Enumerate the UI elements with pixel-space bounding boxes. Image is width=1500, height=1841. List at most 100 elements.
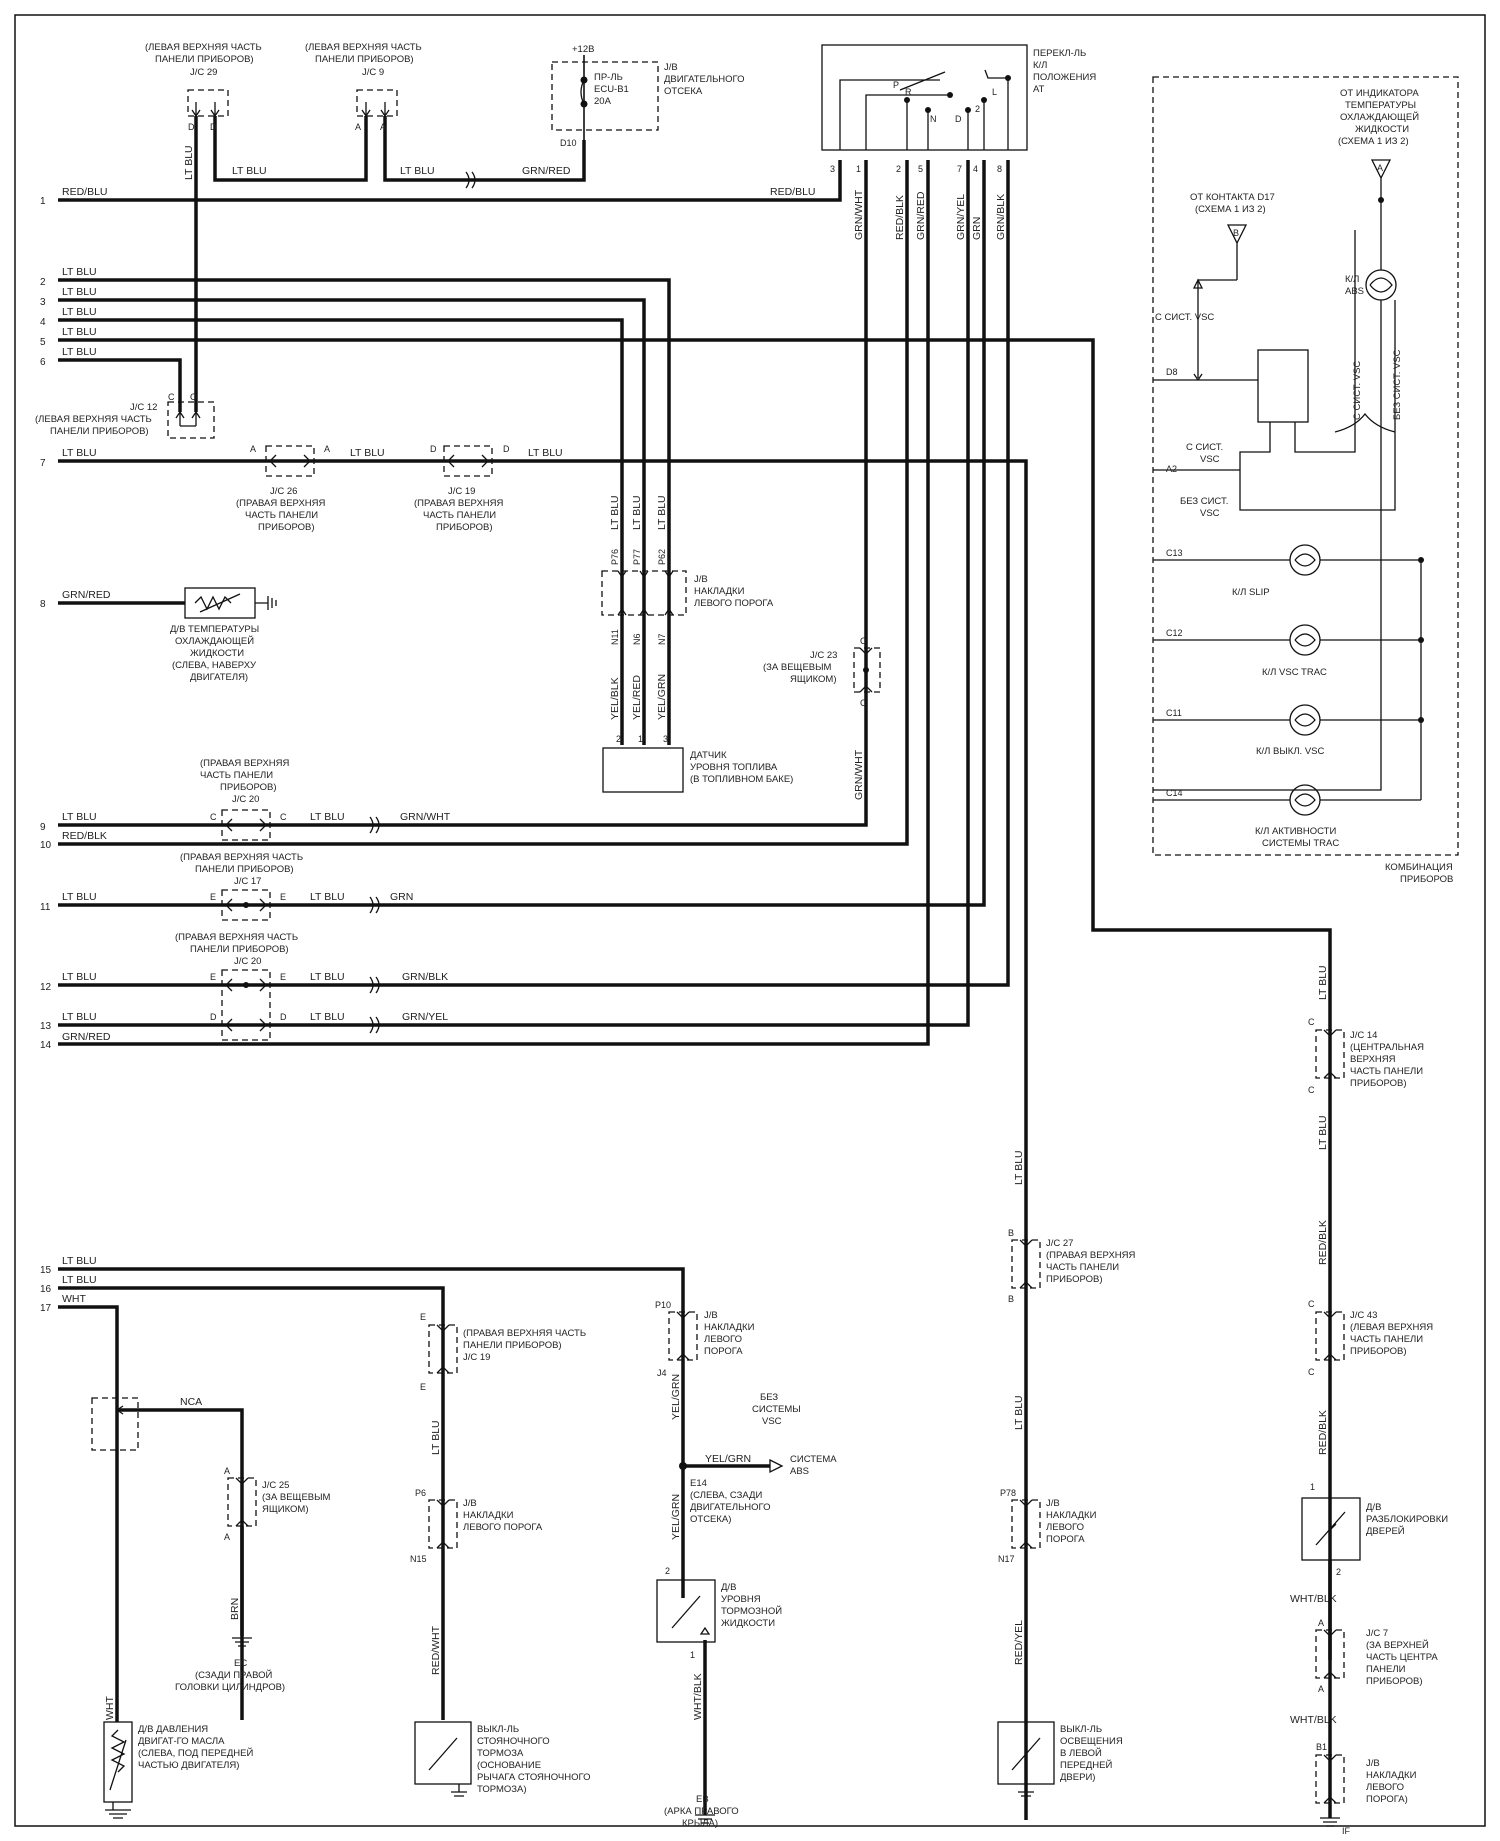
jc17-connector: E E (ПРАВАЯ ВЕРХНЯЯ ЧАСТЬ ПАНЕЛИ ПРИБОРО… [180, 852, 303, 921]
wire-label: YEL/GRN [670, 1374, 682, 1420]
wires [58, 116, 1332, 1820]
wire-14 [58, 160, 930, 1046]
wire-number: 17 [40, 1303, 52, 1314]
wire-number: 12 [40, 982, 52, 993]
svg-text:ДВИГАТ-ГО МАСЛА: ДВИГАТ-ГО МАСЛА [138, 1736, 225, 1747]
svg-text:8: 8 [997, 164, 1002, 174]
svg-text:(ПРАВАЯ ВЕРХНЯЯ: (ПРАВАЯ ВЕРХНЯЯ [200, 758, 290, 769]
wire-label: LT BLU [350, 447, 385, 459]
wire-label: LT BLU [528, 447, 563, 459]
jc26-connector: A A J/C 26 (ПРАВАЯ ВЕРХНЯЯ ЧАСТЬ ПАНЕЛИ … [236, 444, 330, 533]
svg-text:БЕЗ: БЕЗ [760, 1392, 778, 1403]
svg-text:ЧАСТЬЮ ДВИГАТЕЛЯ): ЧАСТЬЮ ДВИГАТЕЛЯ) [138, 1760, 239, 1771]
wire-number: 14 [40, 1040, 52, 1051]
svg-text:C: C [1308, 1367, 1315, 1377]
svg-text:4: 4 [973, 164, 978, 174]
wire-label: GRN/YEL [402, 1011, 448, 1023]
at-position-switch: P R N D 2 L 3 1 2 5 7 4 8 ПЕРЕКЛ-ЛЬ К/Л … [821, 44, 1096, 174]
svg-text:(ЦЕНТРАЛЬНАЯ: (ЦЕНТРАЛЬНАЯ [1350, 1042, 1424, 1053]
svg-text:P77: P77 [632, 549, 642, 565]
svg-text:С СИСТ.: С СИСТ. [1186, 442, 1223, 453]
svg-text:С СИСТ. VSC: С СИСТ. VSC [1155, 312, 1214, 323]
svg-text:ПРИБОРОВ): ПРИБОРОВ) [258, 522, 315, 533]
wire-label: LT BLU [62, 971, 97, 983]
svg-text:(ПРАВАЯ ВЕРХНЯЯ: (ПРАВАЯ ВЕРХНЯЯ [236, 498, 326, 509]
diagram-frame [14, 14, 1486, 1827]
wire-label: RED/YEL [1013, 1620, 1025, 1665]
parking-brake-switch: ВЫКЛ-ЛЬ СТОЯНОЧНОГО ТОРМОЗА (ОСНОВАНИЕ Р… [414, 1721, 591, 1797]
svg-text:N17: N17 [998, 1554, 1015, 1564]
svg-text:ПРИБОРОВ): ПРИБОРОВ) [1046, 1274, 1103, 1285]
svg-text:D: D [955, 114, 962, 124]
svg-text:ЯЩИКОМ): ЯЩИКОМ) [262, 1504, 309, 1515]
svg-text:D: D [430, 444, 437, 454]
svg-text:ЯЩИКОМ): ЯЩИКОМ) [790, 674, 837, 685]
svg-text:(ПРАВАЯ ВЕРХНЯЯ: (ПРАВАЯ ВЕРХНЯЯ [1046, 1250, 1136, 1261]
svg-text:ЧАСТЬ ЦЕНТРА: ЧАСТЬ ЦЕНТРА [1366, 1652, 1438, 1663]
svg-text:E: E [280, 892, 286, 902]
wire-label: YEL/GRN [670, 1494, 682, 1540]
svg-text:ПОЛОЖЕНИЯ: ПОЛОЖЕНИЯ [1033, 72, 1096, 83]
svg-text:ПОРОГА: ПОРОГА [704, 1346, 743, 1357]
svg-text:2: 2 [975, 104, 980, 114]
wire-label: LT BLU [1013, 1395, 1025, 1430]
svg-text:C: C [860, 698, 867, 708]
jc27-connector: B B J/C 27 (ПРАВАЯ ВЕРХНЯЯ ЧАСТЬ ПАНЕЛИ … [1008, 1228, 1136, 1304]
svg-text:СИСТЕМЫ TRAC: СИСТЕМЫ TRAC [1262, 838, 1339, 849]
svg-text:P6: P6 [415, 1488, 426, 1498]
svg-text:J/C 27: J/C 27 [1046, 1238, 1073, 1249]
svg-text:КРЫЛА): КРЫЛА) [682, 1818, 718, 1829]
svg-text:К/Л: К/Л [1345, 274, 1359, 285]
svg-text:2: 2 [1336, 1567, 1341, 1577]
svg-text:5: 5 [918, 164, 923, 174]
svg-text:VSC: VSC [1200, 508, 1220, 519]
svg-text:(ОСНОВАНИЕ: (ОСНОВАНИЕ [477, 1760, 541, 1771]
svg-text:(ЛЕВАЯ ВЕРХНЯЯ ЧАСТЬ: (ЛЕВАЯ ВЕРХНЯЯ ЧАСТЬ [145, 42, 262, 53]
svg-text:ЧАСТЬ ПАНЕЛИ: ЧАСТЬ ПАНЕЛИ [1350, 1066, 1423, 1077]
svg-text:ЛЕВОГО: ЛЕВОГО [1366, 1782, 1404, 1793]
wire-label: GRN [390, 891, 413, 903]
jc20-connector-b: E E D D (ПРАВАЯ ВЕРХНЯЯ ЧАСТЬ ПАНЕЛИ ПРИ… [175, 932, 298, 1041]
ecu-b1-fuse: +12В ПР-ЛЬ ECU-B1 20A D10 J/B ДВИГАТЕЛЬН… [551, 44, 745, 148]
svg-text:C: C [190, 392, 197, 402]
svg-text:ЧАСТЬ ПАНЕЛИ: ЧАСТЬ ПАНЕЛИ [200, 770, 273, 781]
wire-label: WHT/BLK [1290, 1714, 1337, 1726]
jb-sill-if: B1 J/B НАКЛАДКИ ЛЕВОГО ПОРОГА) IF [1315, 1742, 1417, 1836]
svg-text:C: C [210, 812, 217, 822]
svg-text:A: A [224, 1466, 230, 1476]
svg-text:(ПРАВАЯ ВЕРХНЯЯ ЧАСТЬ: (ПРАВАЯ ВЕРХНЯЯ ЧАСТЬ [463, 1328, 586, 1339]
svg-text:AT: AT [1033, 84, 1045, 95]
jc29-connector: D D (ЛЕВАЯ ВЕРХНЯЯ ЧАСТЬ ПАНЕЛИ ПРИБОРОВ… [145, 42, 262, 132]
wire-number: 8 [40, 599, 46, 610]
svg-text:E: E [420, 1312, 426, 1322]
svg-text:ПАНЕЛИ: ПАНЕЛИ [1366, 1664, 1406, 1675]
svg-text:(СХЕМА 1 ИЗ 2): (СХЕМА 1 ИЗ 2) [1338, 136, 1409, 147]
wire-label: BRN [229, 1598, 241, 1620]
svg-text:VSC: VSC [762, 1416, 782, 1427]
svg-text:ДВЕРИ): ДВЕРИ) [1060, 1772, 1095, 1783]
svg-text:A: A [250, 444, 256, 454]
svg-text:(ЗА ВЕЩЕВЫМ: (ЗА ВЕЩЕВЫМ [262, 1492, 331, 1503]
svg-text:ЛЕВОГО: ЛЕВОГО [1046, 1522, 1084, 1533]
svg-text:A2: A2 [1166, 464, 1177, 474]
wire-label: GRN/WHT [400, 811, 451, 823]
svg-text:(ЛЕВАЯ ВЕРХНЯЯ ЧАСТЬ: (ЛЕВАЯ ВЕРХНЯЯ ЧАСТЬ [35, 414, 152, 425]
wire-number: 4 [40, 317, 46, 328]
svg-text:(СХЕМА 1 ИЗ 2): (СХЕМА 1 ИЗ 2) [1195, 204, 1266, 215]
svg-text:ЖИДКОСТИ: ЖИДКОСТИ [1355, 124, 1409, 135]
wire-label: GRN/RED [62, 589, 111, 601]
svg-text:ОСВЕЩЕНИЯ: ОСВЕЩЕНИЯ [1060, 1736, 1123, 1747]
svg-text:J/B: J/B [694, 574, 708, 585]
svg-text:20A: 20A [594, 96, 612, 107]
svg-text:ABS: ABS [790, 1466, 809, 1477]
svg-text:A: A [1318, 1618, 1324, 1628]
svg-text:РАЗБЛОКИРОВКИ: РАЗБЛОКИРОВКИ [1366, 1514, 1448, 1525]
svg-text:ЧАСТЬ ПАНЕЛИ: ЧАСТЬ ПАНЕЛИ [1350, 1334, 1423, 1345]
door-unlock-sensor: 1 2 Д/В РАЗБЛОКИРОВКИ ДВЕРЕЙ [1301, 1482, 1448, 1577]
wire-label: WHT [62, 1293, 86, 1305]
wire-number: 6 [40, 357, 46, 368]
wire-label: LT BLU [310, 891, 345, 903]
svg-text:ПЕРЕДНЕЙ: ПЕРЕДНЕЙ [1060, 1759, 1112, 1771]
door-light-switch: ВЫКЛ-ЛЬ ОСВЕЩЕНИЯ В ЛЕВОЙ ПЕРЕДНЕЙ ДВЕРИ… [997, 1721, 1123, 1797]
svg-text:СИСТЕМЫ: СИСТЕМЫ [752, 1404, 801, 1415]
